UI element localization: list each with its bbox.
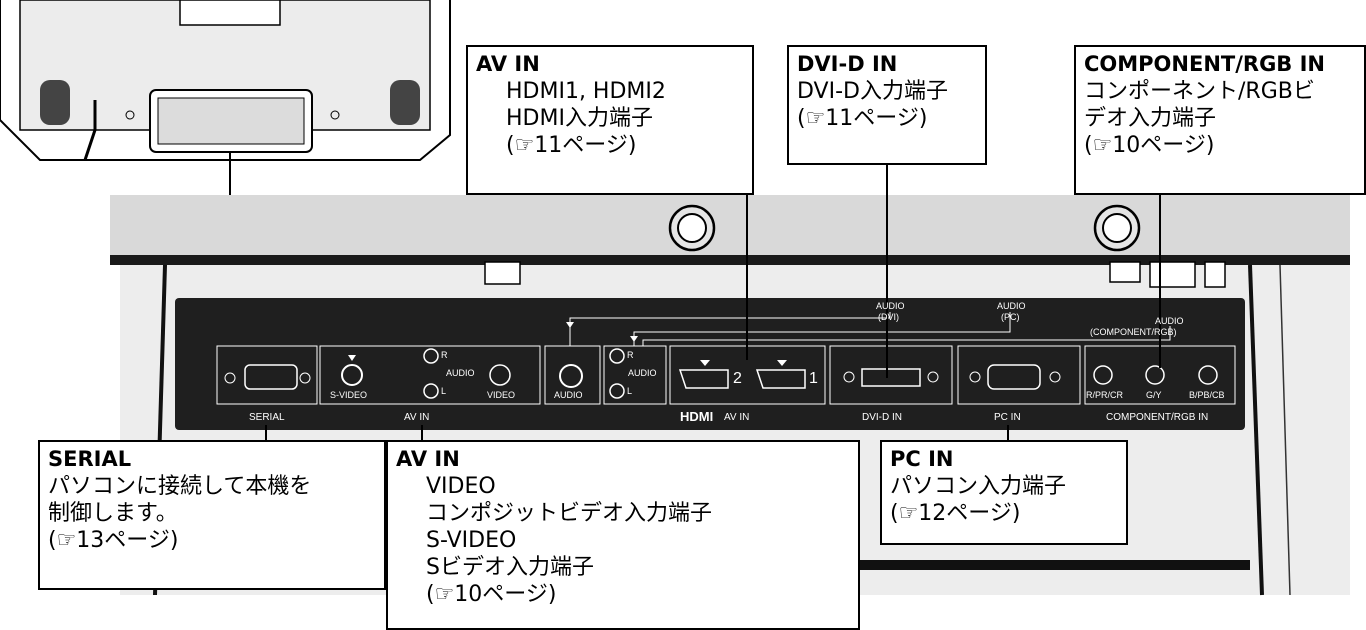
hdmi-1-label: 1: [809, 370, 818, 387]
callout-dvi-d-in-title: DVI-D IN: [797, 52, 898, 76]
audio-word-label: AUDIO: [446, 368, 475, 378]
audio-r2-label: R: [627, 350, 634, 360]
audio-pc-sub-label: (PC): [1001, 312, 1020, 322]
callout-av-in-video-line1: VIDEO: [426, 474, 496, 499]
callout-dvi-d-in-line2: (☞11ページ): [797, 106, 928, 131]
callout-av-in-video-line3: S-VIDEO: [426, 528, 517, 553]
audio-port-label: AUDIO: [554, 390, 583, 400]
audio-component-label: AUDIO: [1155, 316, 1184, 326]
callout-pc-in-title: PC IN: [890, 447, 954, 471]
callout-dvi-d-in: DVI-D IN DVI-D入力端子 (☞11ページ): [787, 45, 987, 165]
r-pr-cr-label: R/PR/CR: [1086, 390, 1124, 400]
audio-pc-label: AUDIO: [997, 301, 1026, 311]
pc-in-label: PC IN: [994, 412, 1021, 423]
audio-dvi-sub-label: (DVI): [878, 312, 899, 322]
callout-pc-in: PC IN パソコン入力端子 (☞12ページ): [880, 440, 1128, 545]
audio-word2-label: AUDIO: [628, 368, 657, 378]
callout-component-rgb-in-line3: (☞10ページ): [1084, 133, 1215, 158]
tv-rear-thumbnail: [0, 0, 451, 195]
dvi-d-in-label: DVI-D IN: [862, 412, 902, 423]
hdmi-2-label: 2: [733, 370, 742, 387]
callout-av-in-hdmi-line2: HDMI入力端子: [506, 106, 653, 131]
audio-l-label: L: [441, 386, 447, 396]
callout-component-rgb-in-line1: コンポーネント/RGBビ: [1084, 79, 1315, 104]
callout-component-rgb-in-line2: デオ入力端子: [1084, 106, 1217, 131]
component-rgb-in-label: COMPONENT/RGB IN: [1106, 412, 1209, 423]
callout-av-in-hdmi-title: AV IN: [476, 52, 540, 76]
callout-pc-in-line1: パソコン入力端子: [890, 474, 1067, 499]
s-video-port-label: S-VIDEO: [330, 390, 368, 400]
callout-av-in-video-line5: (☞10ページ): [426, 582, 557, 607]
av-in-group-label: AV IN: [404, 412, 430, 423]
b-pb-cb-label: B/PB/CB: [1189, 390, 1225, 400]
hdmi-logo: HDMI: [680, 409, 714, 424]
callout-serial-title: SERIAL: [48, 447, 132, 471]
callout-pc-in-line2: (☞12ページ): [890, 501, 1021, 526]
callout-component-rgb-in: COMPONENT/RGB IN コンポーネント/RGBビ デオ入力端子 (☞1…: [1074, 45, 1366, 195]
callout-av-in-hdmi-line1: HDMI1, HDMI2: [506, 79, 666, 104]
callout-component-rgb-in-title: COMPONENT/RGB IN: [1084, 52, 1326, 76]
callout-av-in-hdmi-line3: (☞11ページ): [506, 133, 637, 158]
callout-av-in-video-line4: Sビデオ入力端子: [426, 555, 594, 580]
callout-dvi-d-in-line1: DVI-D入力端子: [797, 79, 948, 104]
leader-lines: [265, 165, 1161, 440]
callout-serial-line2: 制御します。: [48, 501, 178, 526]
callout-av-in-video-title: AV IN: [396, 447, 460, 471]
serial-port-label: SERIAL: [249, 412, 285, 423]
hdmi-av-in-label: AV IN: [724, 412, 750, 423]
callout-serial-line3: (☞13ページ): [48, 528, 179, 553]
audio-l2-label: L: [627, 386, 633, 396]
audio-r-label: R: [441, 350, 448, 360]
callout-av-in-hdmi: AV IN HDMI1, HDMI2 HDMI入力端子 (☞11ページ): [466, 45, 754, 195]
callout-av-in-video: AV IN VIDEO コンポジットビデオ入力端子 S-VIDEO Sビデオ入力…: [386, 440, 860, 630]
video-port-label: VIDEO: [487, 390, 516, 400]
callout-av-in-video-line2: コンポジットビデオ入力端子: [426, 501, 713, 526]
g-y-label: G/Y: [1146, 390, 1162, 400]
callout-serial: SERIAL パソコンに接続して本機を 制御します。 (☞13ページ): [38, 440, 386, 590]
audio-dvi-label: AUDIO: [876, 301, 905, 311]
audio-component-sub-label: (COMPONENT/RGB): [1090, 327, 1177, 337]
callout-serial-line1: パソコンに接続して本機を: [48, 474, 312, 499]
